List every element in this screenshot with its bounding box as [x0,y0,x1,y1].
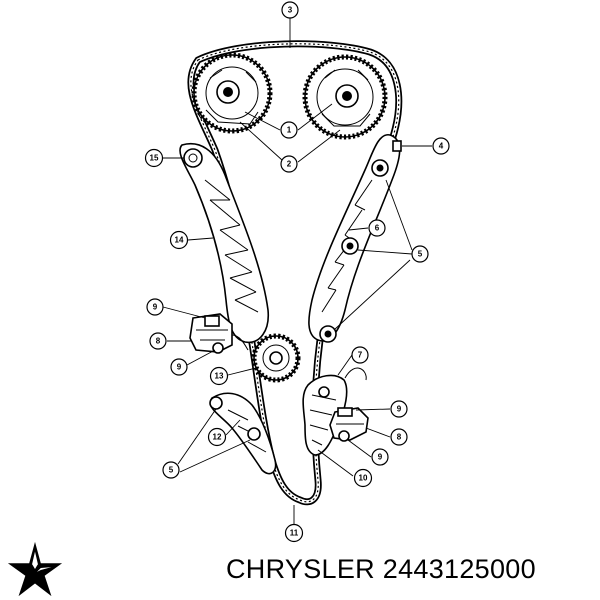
svg-text:14: 14 [175,236,184,245]
svg-text:13: 13 [215,372,224,381]
callout-5-lower: 5 [162,461,180,479]
svg-text:10: 10 [359,474,368,483]
callout-12: 12 [207,427,227,447]
callout-8-upper: 8 [149,332,167,350]
svg-text:5: 5 [418,250,423,259]
callout-8-lower: 8 [390,428,408,446]
callout-10: 10 [353,468,373,488]
lower-right-tensioner [302,367,367,456]
svg-text:11: 11 [290,529,299,538]
svg-text:2: 2 [287,160,292,169]
svg-text:9: 9 [378,453,383,462]
callout-14: 14 [169,230,189,250]
callout-3: 3 [281,1,299,19]
callout-9-right: 9 [390,400,408,418]
svg-text:4: 4 [439,142,444,151]
leader-lines [162,18,432,525]
svg-text:12: 12 [213,433,222,442]
lower-left-guide [209,392,277,475]
svg-text:9: 9 [177,363,182,372]
callout-13: 13 [209,366,229,386]
left-cam-sprocket [191,52,273,134]
svg-text:15: 15 [150,154,159,163]
callout-15: 15 [144,148,164,168]
right-chain-guide [308,134,402,343]
callout-7: 7 [351,346,369,364]
crank-sprocket [251,333,301,383]
callout-1: 1 [280,121,298,139]
svg-text:7: 7 [358,351,363,360]
callout-9-lower: 9 [371,448,389,466]
callout-2: 2 [280,155,298,173]
svg-text:5: 5 [169,466,174,475]
lower-tensioner-body [329,407,369,442]
brand-name: CHRYSLER [226,554,375,584]
svg-text:1: 1 [287,126,292,135]
callout-11: 11 [284,523,304,543]
callout-9-mid: 9 [170,358,188,376]
chrysler-pentastar-logo-icon [7,541,63,597]
svg-text:8: 8 [397,433,402,442]
brand-caption: CHRYSLER 2443125000 [226,554,536,585]
svg-text:3: 3 [288,6,293,15]
callout-9-upper: 9 [146,298,164,316]
right-cam-sprocket [302,54,388,140]
callout-6: 6 [368,219,386,237]
svg-text:9: 9 [397,405,402,414]
svg-text:8: 8 [156,337,161,346]
callout-5-upper: 5 [411,245,429,263]
svg-text:9: 9 [153,303,158,312]
upper-tensioner [189,313,249,354]
callout-markers: 3 1 2 4 15 6 14 5 9 8 9 7 13 9 12 8 9 5 … [144,1,450,543]
callout-4: 4 [432,137,450,155]
svg-text:6: 6 [375,224,380,233]
part-number: 2443125000 [382,554,536,584]
left-chain-guide [179,143,270,344]
